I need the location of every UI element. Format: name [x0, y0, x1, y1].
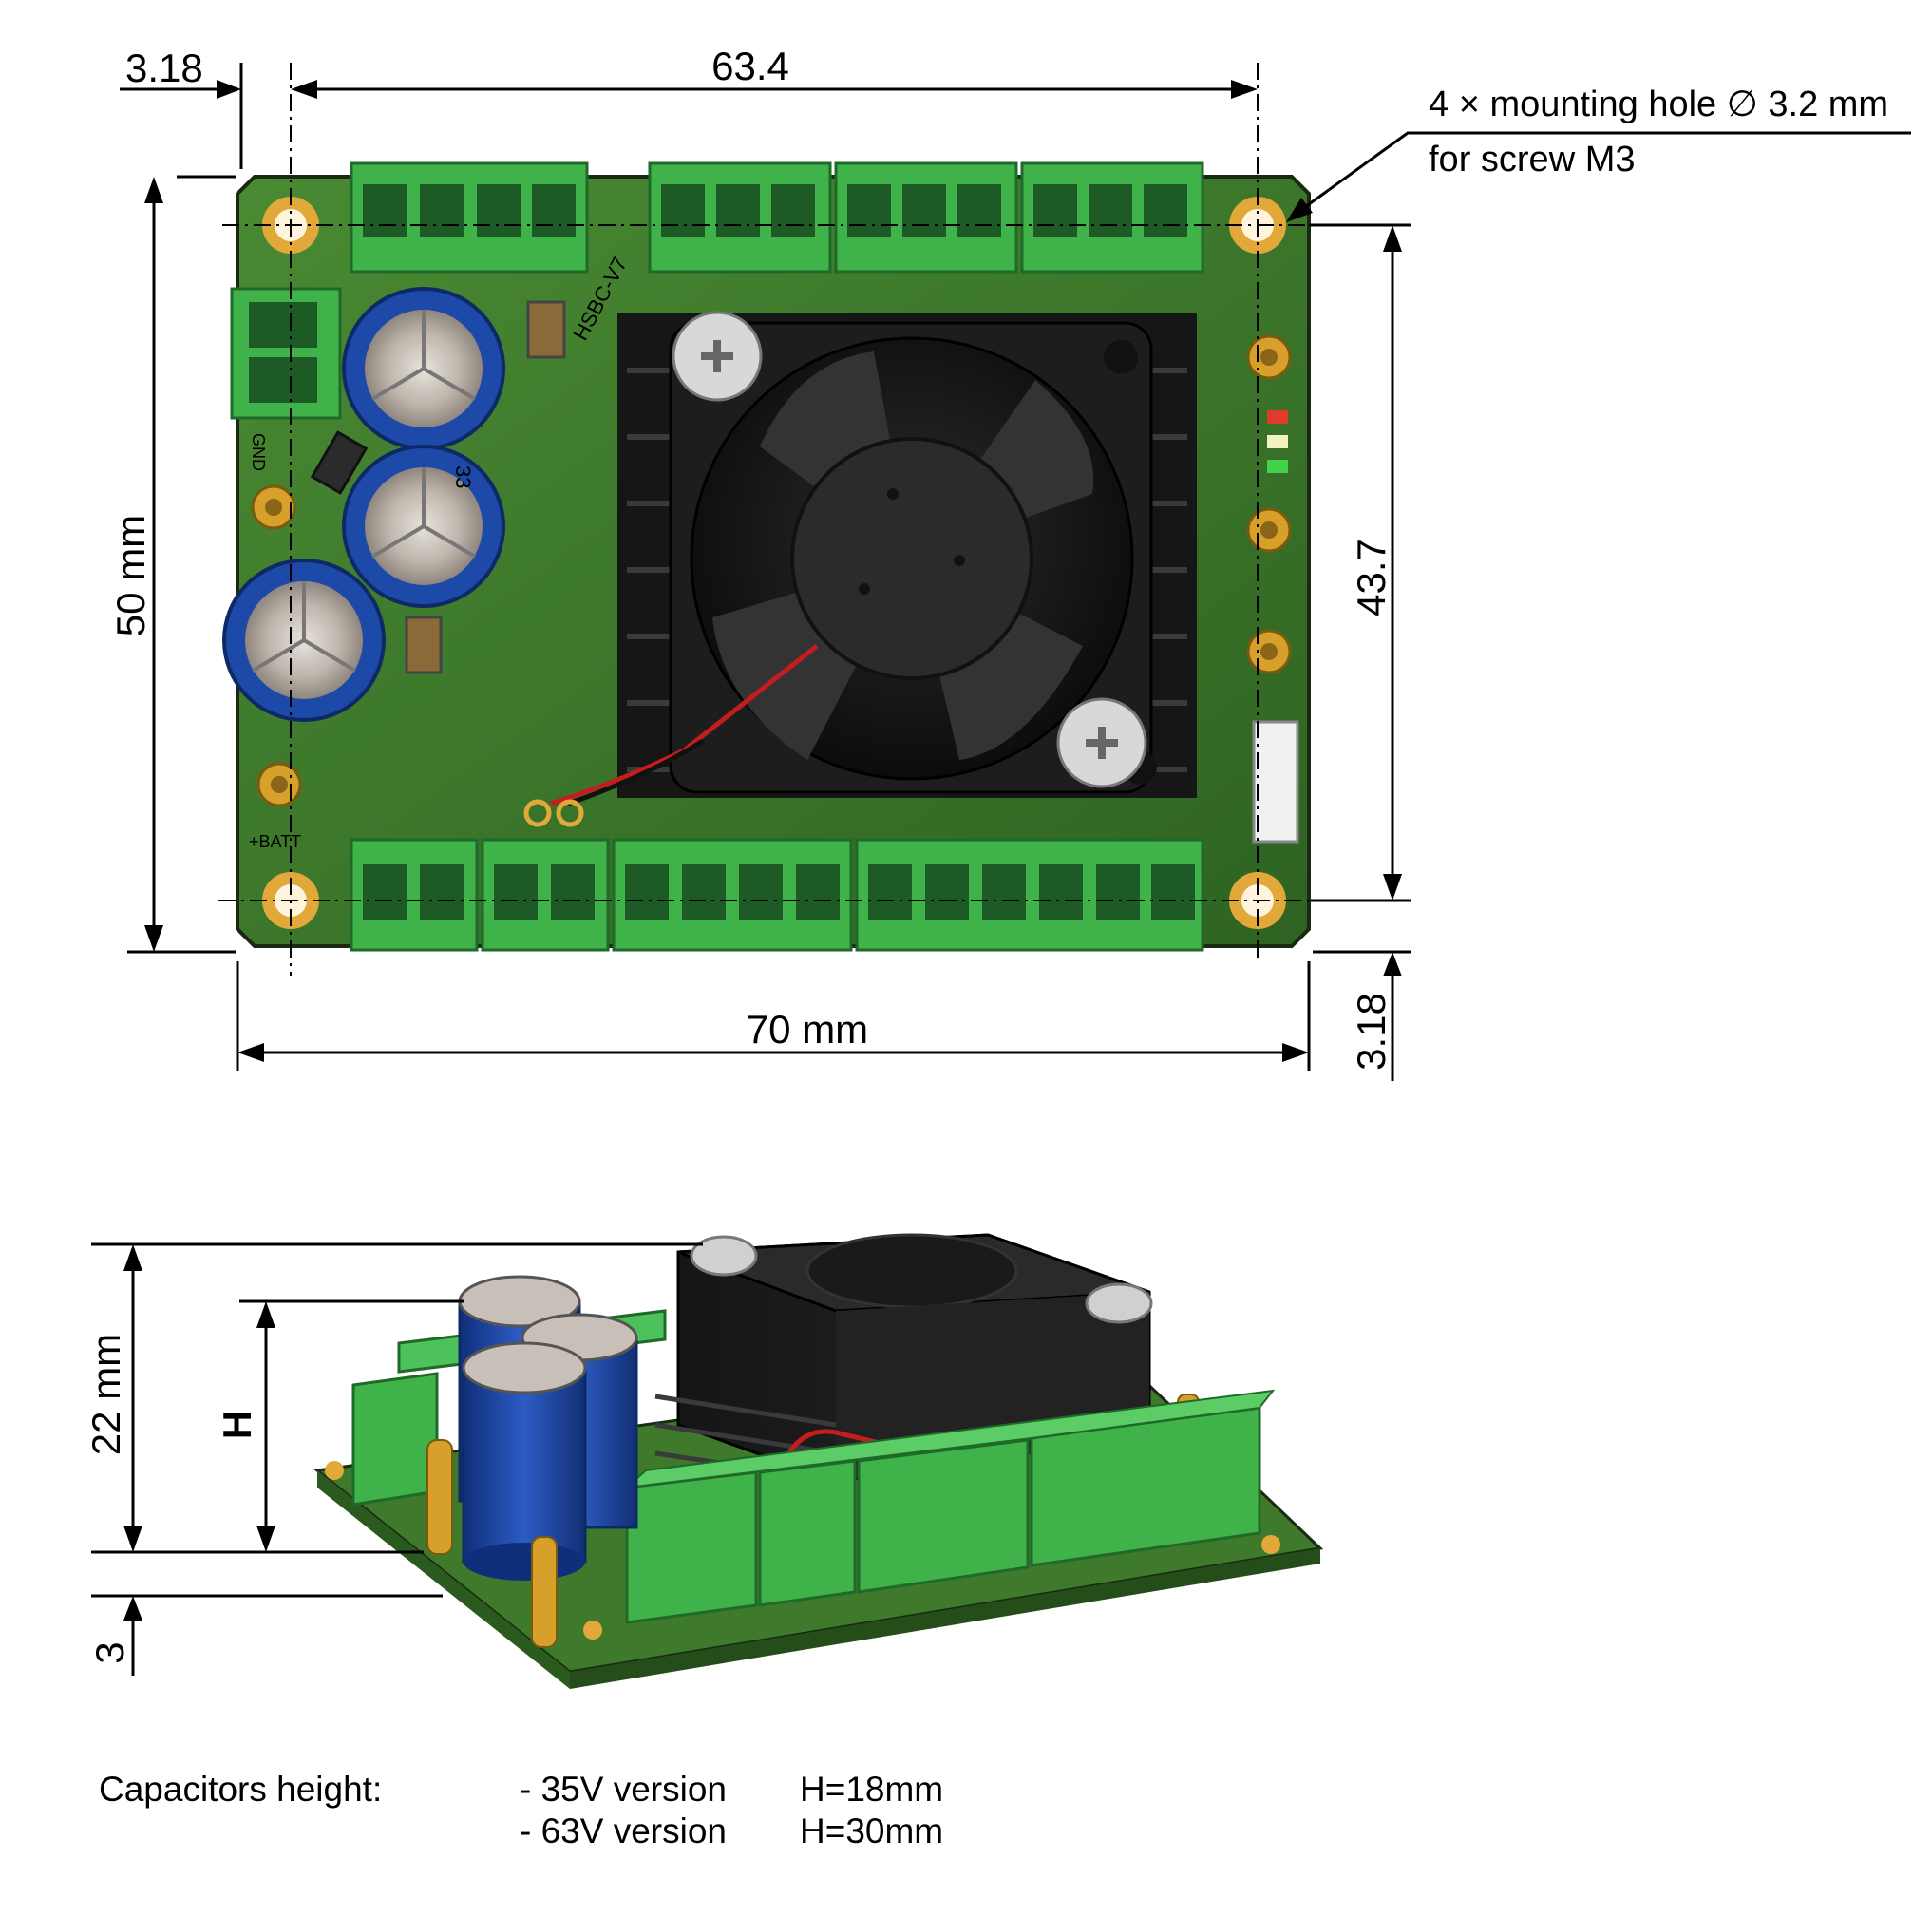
- dim-width-label: 70 mm: [747, 1007, 868, 1052]
- smd-part-2: [405, 616, 443, 674]
- side-fan-screw-right: [1085, 1282, 1153, 1324]
- side-fan-screw-left: [690, 1235, 758, 1277]
- dim-height-arrow-bottom: [144, 925, 163, 952]
- side-view-dimensions: 22 mm H 3: [84, 1242, 703, 1676]
- dim-hole-spacing-y-arrow-bottom: [1383, 874, 1402, 901]
- fan-screw-top: [672, 311, 763, 402]
- capacitor-marking: 33: [451, 465, 475, 488]
- callout-line1: 4 × mounting hole ∅ 3.2 mm: [1429, 85, 1888, 124]
- status-leds: [1267, 410, 1288, 473]
- dim-offset-left-arrow: [217, 80, 241, 99]
- fan-screw-bottom: [1056, 697, 1147, 788]
- dim-total-height-arrow-top: [123, 1244, 142, 1271]
- connector-right-white: [1252, 720, 1299, 844]
- dim-bottom-clearance-arrow: [123, 1596, 142, 1621]
- dim-hole-spacing-y-arrow-top: [1383, 225, 1402, 252]
- side-pcb-edge-front: [570, 1548, 1320, 1689]
- legend-row-63v: - 63V version H=30mm: [520, 1811, 943, 1852]
- dim-offset-left-label: 3.18: [125, 46, 203, 90]
- fan-wire-black: [567, 738, 705, 806]
- side-gold-pin-left-2: [531, 1536, 558, 1648]
- legend-height-63v: H=30mm: [800, 1811, 944, 1850]
- side-pcb-edge-left: [317, 1470, 570, 1689]
- capacitor-2: [342, 445, 505, 608]
- dim-capacitor-height-arrow-top: [256, 1301, 275, 1328]
- side-gold-pin-left-1: [426, 1439, 453, 1555]
- callout-leader: [1291, 131, 1911, 218]
- dim-total-height-arrow-bottom: [123, 1526, 142, 1552]
- dim-capacitor-height-arrow-bottom: [256, 1526, 275, 1552]
- dim-height-arrow-top: [144, 177, 163, 203]
- legend-version-35v: - 35V version: [520, 1770, 727, 1809]
- terminal-block-left: [230, 287, 342, 420]
- dim-width-arrow-left: [237, 1043, 264, 1062]
- dim-height-label: 50 mm: [108, 515, 153, 636]
- dim-capacitor-height-label: H: [215, 1411, 259, 1439]
- legend-version-63v: - 63V version: [520, 1811, 727, 1850]
- dim-offset-bottom-label: 3.18: [1349, 993, 1393, 1071]
- terminal-blocks-top: [350, 161, 1204, 274]
- side-hole-1: [325, 1461, 344, 1480]
- connector-gnd-pin: [251, 484, 296, 530]
- top-view-dimensions: 3.18 63.4 50 mm 43.7 70 mm 3.18 4 × moun…: [108, 44, 1911, 1081]
- connector-batt-pin: [256, 762, 302, 807]
- callout-arrow: [1286, 198, 1313, 222]
- dim-offset-bottom-arrow: [1383, 952, 1402, 976]
- cooling-fan: [669, 321, 1157, 794]
- smd-part-3: [310, 430, 369, 495]
- capacitor-3: [222, 559, 386, 722]
- side-hole-2: [1261, 1535, 1280, 1554]
- dim-width-arrow-right: [1282, 1043, 1309, 1062]
- side-hole-3: [583, 1621, 602, 1640]
- silkscreen-batt: +BATT: [249, 832, 301, 851]
- silkscreen-gnd: GND: [249, 433, 268, 471]
- dim-total-height-label: 22 mm: [84, 1334, 128, 1455]
- dim-hole-spacing-x-arrow-right: [1231, 80, 1258, 99]
- dim-hole-spacing-x-arrow-left: [291, 80, 317, 99]
- smd-part-1: [526, 300, 566, 359]
- legend-height-35v: H=18mm: [800, 1770, 944, 1809]
- side-terminal-front: [623, 1389, 1276, 1624]
- capacitor-1: [342, 287, 505, 450]
- dim-bottom-clearance-label: 3: [87, 1641, 132, 1663]
- side-capacitor-front: [462, 1341, 587, 1581]
- callout-line2: for screw M3: [1429, 140, 1635, 180]
- top-view-board: 33 HSBC-V7 GND +BATT: [222, 161, 1311, 952]
- legend-row-35v: - 35V version H=18mm: [520, 1769, 943, 1811]
- legend-title: Capacitors height:: [99, 1770, 383, 1809]
- side-view-board: [313, 1233, 1324, 1689]
- terminal-blocks-bottom: [350, 838, 1204, 952]
- dim-hole-spacing-y-label: 43.7: [1349, 539, 1393, 616]
- dim-hole-spacing-x-label: 63.4: [711, 44, 789, 88]
- fan-pad-2: [556, 799, 584, 827]
- fan-pad-1: [523, 799, 552, 827]
